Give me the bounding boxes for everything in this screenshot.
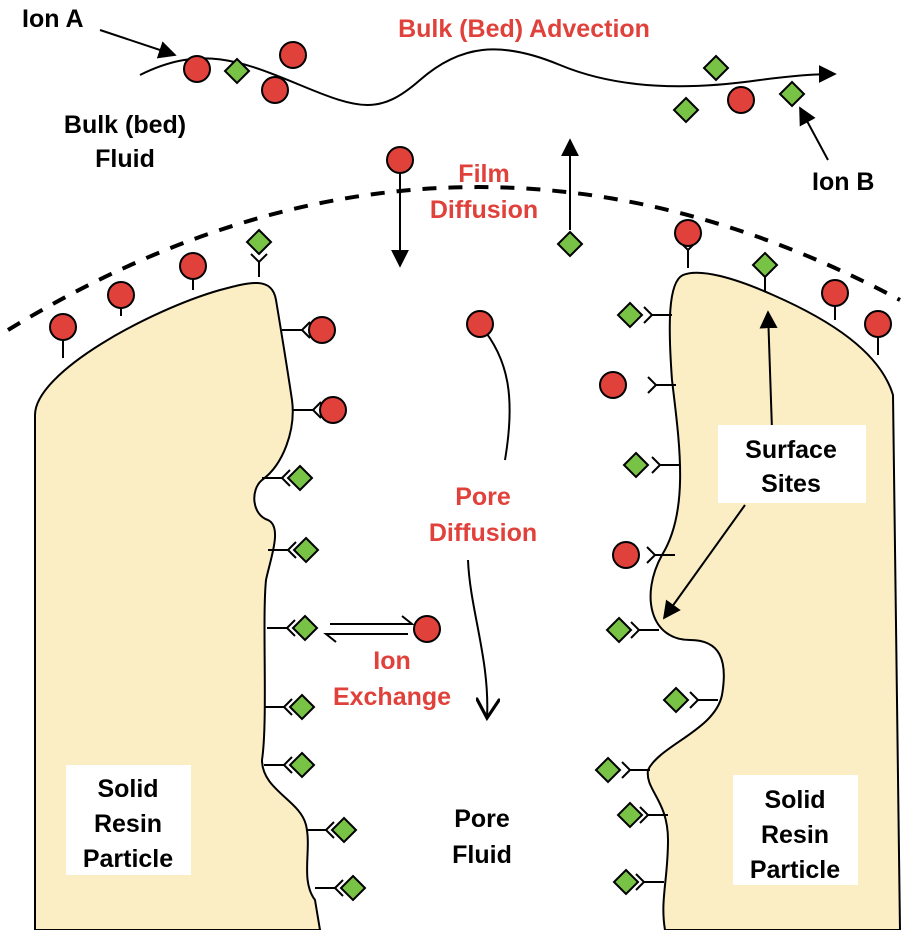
left-particle-label-line1: Solid bbox=[97, 775, 158, 803]
film-diffusion-label-line2: Diffusion bbox=[430, 196, 538, 224]
ion-exchange-label-line2: Exchange bbox=[333, 683, 451, 711]
ion-exchange-label-line1: Ion bbox=[373, 647, 411, 675]
pore-diffusion-curve-bottom bbox=[468, 560, 487, 718]
film-diffusion-label-line1: Film bbox=[458, 160, 509, 188]
pore-diffusion-label-line2: Diffusion bbox=[429, 519, 537, 547]
pore-fluid-label-line2: Fluid bbox=[452, 841, 512, 869]
bulk-fluid-label-line1: Bulk (bed) bbox=[64, 111, 186, 139]
pore-diffusion-label-line1: Pore bbox=[455, 483, 511, 511]
ion-b-pointer bbox=[800, 108, 828, 160]
bulk-fluid-label-line2: Fluid bbox=[95, 145, 155, 173]
bulk-advection-label: Bulk (Bed) Advection bbox=[398, 15, 650, 43]
pore-diffusion-curve-top bbox=[480, 325, 510, 460]
left-particle-label-line3: Particle bbox=[83, 845, 173, 873]
right-particle-label-line1: Solid bbox=[764, 786, 825, 814]
surface-sites-label-line2: Sites bbox=[761, 470, 821, 498]
pore-fluid-label-line1: Pore bbox=[454, 805, 510, 833]
surface-sites-label-line1: Surface bbox=[745, 436, 837, 464]
left-particle-label-line2: Resin bbox=[94, 810, 162, 838]
right-particle-label-line3: Particle bbox=[750, 856, 840, 884]
ion-a-pointer bbox=[100, 30, 175, 55]
right-particle-label-line2: Resin bbox=[761, 821, 829, 849]
ion-a-label: Ion A bbox=[22, 5, 84, 33]
ion-exchange-equilibrium-arrows bbox=[326, 616, 412, 642]
ion-b-label: Ion B bbox=[812, 168, 875, 196]
